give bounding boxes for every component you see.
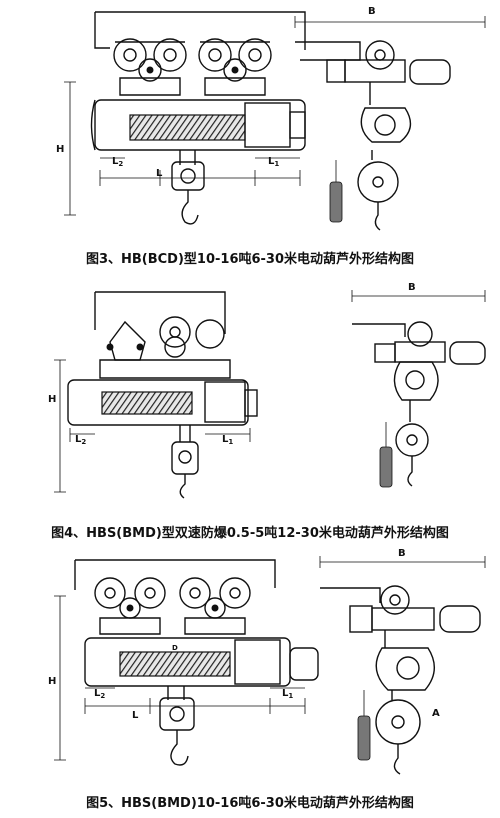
hook-block: [171, 150, 205, 225]
figure-5-caption: 图5、HBS(BMD)10-16吨6-30米电动葫芦外形结构图: [86, 796, 414, 811]
label-l1: L1: [282, 688, 293, 700]
label-l: L: [156, 168, 163, 179]
side-view: [295, 40, 451, 231]
hook-block: [171, 425, 199, 499]
label-l2: L2: [112, 156, 123, 168]
hook-block: [159, 686, 195, 766]
figure-3: L2 L1 L H B 图3、HB(BCD)型10-16吨6-30米电动葫芦外形…: [0, 0, 500, 270]
figure-5-drawing: D L2 L1 L H B A: [48, 548, 486, 775]
label-l: L: [132, 710, 139, 721]
trolley-wheels-left: [94, 577, 166, 635]
figure-3-drawing: L2 L1 L H B: [56, 6, 486, 231]
label-l1: L1: [268, 156, 279, 168]
label-b: B: [368, 6, 376, 17]
side-view: [352, 321, 486, 488]
figure-4-drawing: L2 L1 H B: [48, 282, 486, 499]
rail-beam: [94, 291, 226, 334]
hoist-body: [67, 379, 258, 426]
dim-line-h: [54, 359, 66, 493]
label-b: B: [408, 282, 416, 293]
figure-3-caption: 图3、HB(BCD)型10-16吨6-30米电动葫芦外形结构图: [85, 252, 415, 267]
trolley-wheels-right: [179, 577, 251, 635]
dim-line-h: [54, 595, 66, 761]
trolley-wheels-right: [198, 38, 272, 96]
hoist-body: [90, 99, 306, 151]
label-l1: L1: [222, 434, 233, 446]
label-l2: L2: [75, 434, 86, 446]
hoist-body: [84, 637, 319, 687]
figure-5: D L2 L1 L H B A: [0, 548, 500, 818]
side-view: [320, 585, 481, 775]
label-a: A: [432, 708, 440, 719]
rail-beam: [94, 11, 306, 50]
trolley-wheels-left: [113, 38, 187, 96]
trolley: [99, 316, 231, 379]
label-h: H: [56, 144, 64, 155]
label-l2: L2: [94, 688, 105, 700]
figure-4: L2 L1 H B 图4、HBS(BMD)型双速防爆0.5-5吨12-30米电动…: [0, 282, 500, 550]
label-h: H: [48, 676, 56, 687]
figure-4-caption: 图4、HBS(BMD)型双速防爆0.5-5吨12-30米电动葫芦外形结构图: [51, 526, 449, 541]
rail-beam: [74, 559, 276, 590]
label-b: B: [398, 548, 406, 559]
label-h: H: [48, 394, 56, 405]
label-d: D: [172, 644, 178, 652]
dim-line-h: [64, 81, 76, 216]
